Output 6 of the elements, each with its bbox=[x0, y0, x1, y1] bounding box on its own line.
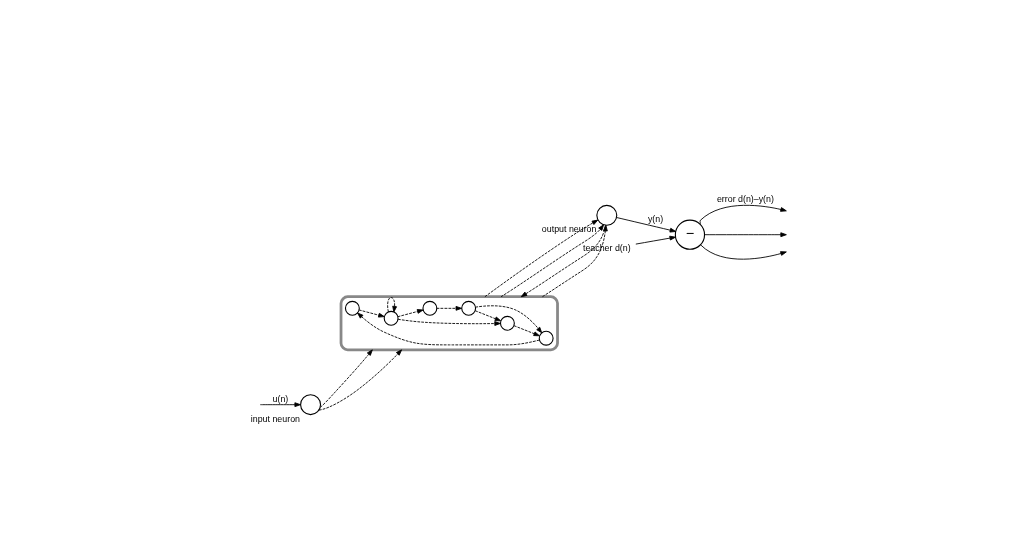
node-label: output neuron bbox=[541, 224, 596, 235]
edge-label: y(n) bbox=[647, 214, 663, 225]
edge-label: u(n) bbox=[272, 393, 288, 404]
node-text: teacher d(n) bbox=[582, 243, 631, 254]
edge-label: error d(n)–y(n) bbox=[716, 194, 774, 205]
node-label: input neuron bbox=[250, 413, 300, 424]
